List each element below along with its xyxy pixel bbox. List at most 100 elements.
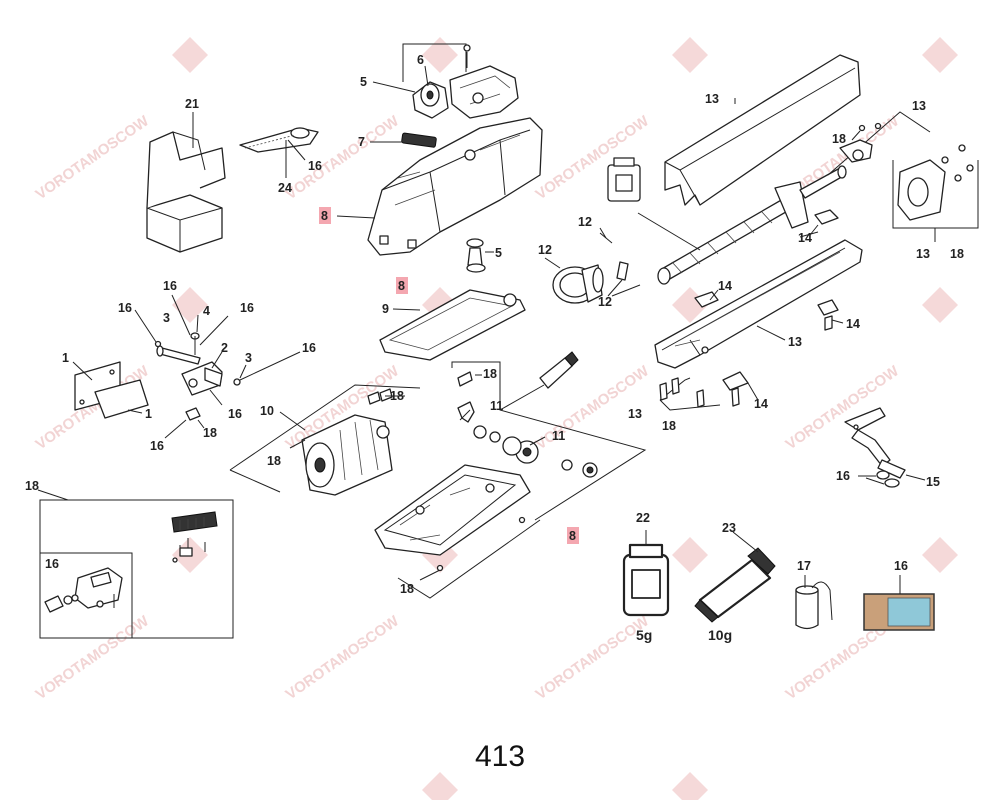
part-23-grease-tube xyxy=(694,531,776,623)
page-number: 413 xyxy=(475,740,525,773)
callout-11: 11 xyxy=(552,429,565,443)
watermark-logo-icon xyxy=(422,37,458,73)
callout-12: 12 xyxy=(578,215,592,229)
callout-8-highlight xyxy=(396,277,408,294)
callout-22: 22 xyxy=(636,511,650,525)
callout-21: 21 xyxy=(185,97,199,111)
callout-18: 18 xyxy=(950,247,964,261)
watermark-logo-icon xyxy=(922,37,958,73)
part-9-gasket xyxy=(379,289,526,361)
part-13-base-rail xyxy=(654,231,863,369)
part-12-pin xyxy=(599,227,641,297)
part-16-thermal-pad xyxy=(863,575,935,631)
callout-8: 8 xyxy=(398,279,405,293)
part-2-clevis xyxy=(181,351,223,406)
part-7-terminal-strip xyxy=(370,132,437,148)
part-17-capacitor xyxy=(795,575,833,630)
callout-13: 13 xyxy=(628,407,642,421)
part-21-box xyxy=(146,112,226,253)
callout-16: 16 xyxy=(150,439,164,453)
part-13-18-screws xyxy=(659,377,740,411)
part-5-bushing xyxy=(466,238,494,273)
callout-18: 18 xyxy=(267,454,281,468)
grease-tube-quantity-label: 10g xyxy=(708,627,732,643)
callout-3: 3 xyxy=(245,351,252,365)
watermark-text: VOROTAMOSCOW xyxy=(533,612,653,703)
callout-8-highlight xyxy=(567,527,579,544)
watermark-logo-icon xyxy=(422,772,458,805)
callout-16: 16 xyxy=(118,301,132,315)
grease-tube-icon xyxy=(499,351,579,411)
callout-9: 9 xyxy=(382,302,389,316)
callout-14: 14 xyxy=(754,397,768,411)
callout-14: 14 xyxy=(846,317,860,331)
callout-18: 18 xyxy=(662,419,676,433)
callout-15: 15 xyxy=(926,475,940,489)
callout-8-highlight xyxy=(319,207,331,224)
callout-5: 5 xyxy=(360,75,367,89)
callout-7: 7 xyxy=(358,135,365,149)
watermark-logo-icon xyxy=(672,772,708,805)
callout-16: 16 xyxy=(240,301,254,315)
callout-16: 16 xyxy=(163,279,177,293)
callout-5: 5 xyxy=(495,246,502,260)
callout-13: 13 xyxy=(912,99,926,113)
callout-17: 17 xyxy=(797,559,811,573)
callout-18: 18 xyxy=(483,367,497,381)
part-3-circlip xyxy=(154,340,301,386)
part-16-18-nut xyxy=(164,407,205,439)
callout-16: 16 xyxy=(228,407,242,421)
part-10-motor-subassembly xyxy=(229,384,421,496)
callout-14: 14 xyxy=(718,279,732,293)
grease-jar-small-icon xyxy=(607,157,641,202)
part-5-6-subassembly xyxy=(372,43,519,119)
callout-16: 16 xyxy=(308,159,322,173)
callout-labels: 21 24 16 5 6 7 8 5 8 9 16 3 16 4 16 1 2 … xyxy=(25,53,964,596)
callout-1: 1 xyxy=(62,351,69,365)
part-12-gear xyxy=(544,257,604,304)
callout-24: 24 xyxy=(278,181,292,195)
callout-13: 13 xyxy=(788,335,802,349)
callout-14: 14 xyxy=(798,231,812,245)
callout-8: 8 xyxy=(569,529,576,543)
part-15-bracket xyxy=(844,407,926,481)
part-16-washers xyxy=(858,470,900,488)
callout-11: 11 xyxy=(490,399,503,413)
callout-2: 2 xyxy=(221,341,228,355)
callout-18: 18 xyxy=(400,582,414,596)
callout-12: 12 xyxy=(598,295,612,309)
callout-13: 13 xyxy=(705,92,719,106)
watermark-logo-icon xyxy=(172,37,208,73)
grease-jar-quantity-label: 5g xyxy=(636,627,652,643)
callout-16: 16 xyxy=(45,557,59,571)
callout-12: 12 xyxy=(538,243,552,257)
part-13-worm-shaft xyxy=(637,165,847,285)
callout-13: 13 xyxy=(916,247,930,261)
callout-16: 16 xyxy=(302,341,316,355)
callout-18: 18 xyxy=(832,132,846,146)
callout-18: 18 xyxy=(390,389,404,403)
callout-6: 6 xyxy=(417,53,424,67)
watermark-logo-icon xyxy=(672,37,708,73)
callout-3: 3 xyxy=(163,311,170,325)
watermark-text: VOROTAMOSCOW xyxy=(33,612,153,703)
part-22-grease-jar xyxy=(622,530,670,617)
watermark-text: VOROTAMOSCOW xyxy=(33,112,153,203)
callout-10: 10 xyxy=(260,404,274,418)
part-1-bracket xyxy=(72,361,149,419)
part-14-pads xyxy=(694,209,844,401)
part-8-top-cover xyxy=(336,117,543,256)
callout-23: 23 xyxy=(722,521,736,535)
callout-1: 1 xyxy=(145,407,152,421)
watermark-text: VOROTAMOSCOW xyxy=(783,362,903,453)
callout-18: 18 xyxy=(25,479,39,493)
callout-18: 18 xyxy=(203,426,217,440)
callout-16: 16 xyxy=(836,469,850,483)
part-18-accessory-kit xyxy=(37,489,234,639)
watermark-logo-icon xyxy=(922,287,958,323)
watermark-logo-icon xyxy=(672,537,708,573)
watermark-text: VOROTAMOSCOW xyxy=(283,612,403,703)
callout-8: 8 xyxy=(321,209,328,223)
